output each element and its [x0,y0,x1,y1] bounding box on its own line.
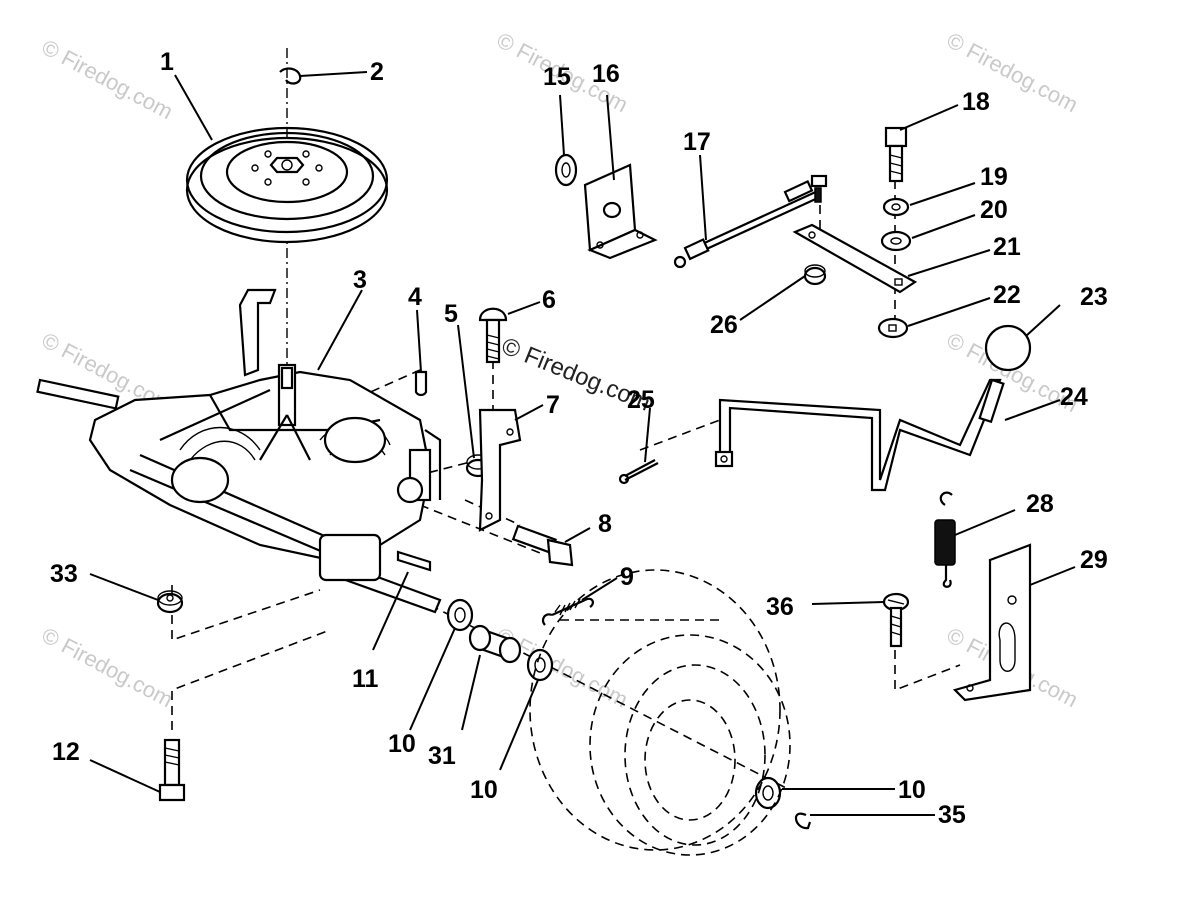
callout-10c: 10 [898,776,926,804]
callout-22: 22 [993,281,1021,309]
callout-29: 29 [1080,546,1108,574]
leader-lines [89,71,1076,816]
square-key-part [396,550,432,572]
callout-20: 20 [980,196,1008,224]
bolt-12-line [171,629,331,730]
callout-10a: 10 [388,730,416,758]
callout-23: 23 [1080,283,1108,311]
link-plate-part [792,223,918,294]
callout-26: 26 [710,311,738,339]
watermark-layer: © Firedog.com © Firedog.com © Firedog.co… [38,27,1082,712]
watermark-top-left: © Firedog.com [38,34,177,124]
washer-20-part [880,230,912,252]
callout-11: 11 [352,665,379,693]
washer-15-part [554,153,578,187]
spring-9-line [419,504,546,556]
shift-lever-part [714,378,1005,492]
hex-bolt-8-part [511,524,574,567]
screw-36-line [894,650,961,692]
callout-33: 33 [50,560,78,588]
cotter-pin-part [618,459,659,485]
callout-35: 35 [938,801,966,829]
hex-bolt-18-part [884,126,908,183]
extension-spring-part [541,597,594,626]
callout-3: 3 [353,266,367,294]
callout-25: 25 [627,386,655,414]
nut-33-line [171,585,321,642]
transaxle-part [36,288,442,614]
callout-2: 2 [370,58,384,86]
callout-7: 7 [546,391,560,419]
callout-15: 15 [543,63,571,91]
screw-36-part [882,592,910,648]
callout-9: 9 [620,563,634,591]
bracket-16-part [583,163,658,260]
nut-5-line [399,459,479,481]
washer-10c-part [754,776,782,810]
callout-21: 21 [993,233,1021,261]
spacer-part [468,624,522,664]
e-clip-part [795,812,812,830]
callout-5: 5 [444,300,458,328]
callout-10b: 10 [470,776,498,804]
callout-18: 18 [962,88,990,116]
callout-1: 1 [160,48,174,76]
washer-10a-part [446,598,474,632]
carriage-bolt-part [478,307,508,364]
return-spring-part [934,491,956,588]
hex-nut-26-part [803,264,827,286]
callout-4: 4 [408,283,422,311]
hex-bolt-12-part [158,738,186,802]
callout-24: 24 [1060,383,1088,411]
callout-labels: 1 2 3 4 5 6 7 8 9 10 10 10 11 12 15 16 1… [50,48,1108,829]
callout-6: 6 [542,286,556,314]
control-rod-part [673,174,828,269]
knob-part [984,324,1032,372]
woodruff-key-part [414,370,428,397]
bracket-29-part [952,543,1032,702]
rear-wheel-outline [529,569,791,856]
pin-25-line [639,419,721,451]
callout-19: 19 [980,163,1008,191]
callout-28: 28 [1026,490,1054,518]
retaining-clip-part [279,67,302,85]
callout-8: 8 [598,510,612,538]
washer-19-part [882,197,910,217]
hex-nut-33-part [156,590,184,614]
callout-17: 17 [683,128,711,156]
callout-12: 12 [52,738,80,766]
callout-31: 31 [428,742,456,770]
pulley-part [185,126,389,244]
callout-36: 36 [766,593,794,621]
washer-22-part [877,317,909,339]
callout-16: 16 [592,60,620,88]
bracket-7-part [478,408,522,532]
watermark-bottom-center: © Firedog.com [493,622,632,712]
watermark-bottom-left: © Firedog.com [38,622,177,712]
